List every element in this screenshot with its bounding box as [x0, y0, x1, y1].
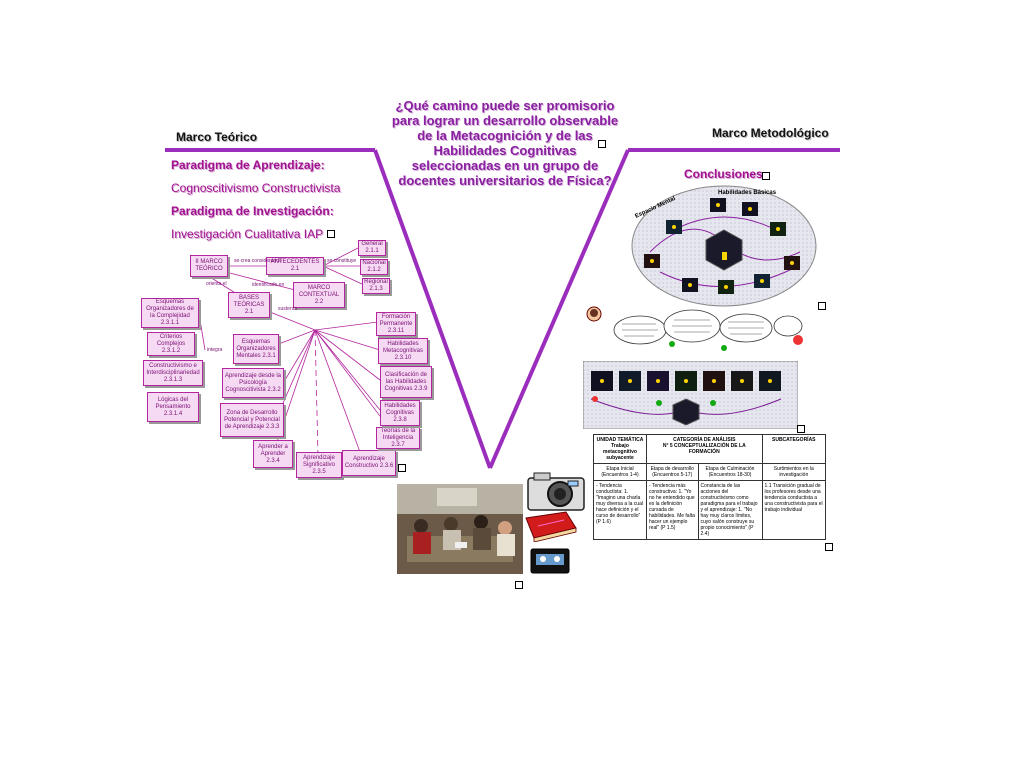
conclusions-oval-diagram: Espacio Mental Habilidades Básicas: [631, 185, 817, 307]
book-icon: [525, 511, 577, 542]
classroom-photo: [397, 484, 523, 574]
cassette-icon: [530, 548, 570, 574]
paradigma-aprendizaje-value: Cognoscitivismo Constructivista: [171, 181, 341, 195]
node-zona-desarrollo[interactable]: Zona de Desarrollo Potencial y Potencial…: [220, 403, 284, 437]
link-label: sustenta: [278, 306, 297, 312]
table-header: UNIDAD TEMÁTICA Trabajo metacognitivo su…: [593, 434, 647, 464]
table-subheader: Etapa Inicial (Encuentros 1-4): [593, 463, 647, 481]
oval-curve-text-2: Habilidades Básicas: [718, 190, 777, 196]
paradigma-investigacion-value: Investigación Cualitativa IAP: [171, 227, 324, 241]
node-logicas[interactable]: Lógicas del Pensamiento 2.3.1.4: [147, 392, 199, 422]
node-marco-contextual[interactable]: MARCO CONTEXTUAL 2.2: [293, 282, 345, 308]
camera-icon: [527, 472, 585, 511]
link-label: se constituye: [327, 258, 357, 264]
node-antecedentes[interactable]: ANTECEDENTES 2.1: [266, 257, 324, 275]
node-metacognitivas[interactable]: Habilidades Metacognitivas 2.3.10: [378, 338, 428, 364]
link-label: se crea considerando: [234, 258, 282, 264]
table-cell: Constancia de las acciones del construct…: [697, 480, 763, 540]
node-nacional[interactable]: Nacional 2.1.2: [360, 259, 388, 275]
link-marker-icon[interactable]: [327, 230, 335, 238]
link-marker-icon[interactable]: [762, 172, 770, 180]
table-subheader: Etapa de desarrollo (Encuentros 5-17): [646, 463, 699, 481]
node-teorias-inteligencia[interactable]: Teorías de la Inteligencia 2.3.7: [376, 427, 420, 449]
table-cell: - Tendencia conductista: 1. "Imagino una…: [593, 480, 647, 540]
table-subheader: Etapa de Culminación (Encuentros 18-30): [697, 463, 763, 481]
analysis-table: UNIDAD TEMÁTICA Trabajo metacognitivo su…: [593, 434, 827, 540]
node-aprendizaje-significativo[interactable]: Aprendizaje Significativo 2.3.5: [296, 452, 342, 478]
v-left-arm: [373, 149, 492, 469]
node-marco-teorico[interactable]: II MARCO TEÓRICO: [190, 255, 228, 277]
link-label: integra: [207, 347, 223, 353]
table-cell: 1.1 Transición gradual de los profesores…: [761, 480, 827, 540]
node-criterios-complejos[interactable]: Criterios Complejos 2.3.1.2: [147, 332, 195, 356]
link-marker-icon[interactable]: [515, 581, 523, 589]
node-esquemas-mentales[interactable]: Esquemas Organizadores Mentales 2.3.1: [233, 334, 279, 364]
node-aprender-a-aprender[interactable]: Aprender a Aprender 2.3.4: [253, 440, 293, 468]
v-right-arm: [488, 149, 630, 469]
images-sequence-panel: [583, 361, 798, 429]
table-header: SUBCATEGORÍAS: [761, 434, 827, 464]
paradigma-investigacion-label: Paradigma de Investigación:: [171, 204, 334, 218]
node-habilidades-cognitivas[interactable]: Habilidades Cognitivas 2.3.8: [380, 400, 420, 426]
link-label: orienta el: [206, 281, 227, 287]
table-header: CATEGORÍA DE ANÁLISIS N° 5 CONCEPTUALIZA…: [646, 434, 763, 464]
link-label: identificado en: [252, 282, 285, 288]
marco-metodologico-title: Marco Metodológico: [712, 126, 829, 140]
node-regional[interactable]: Regional 2.1.3: [362, 278, 390, 294]
link-marker-icon[interactable]: [797, 425, 805, 433]
node-general[interactable]: General 2.1.1: [358, 240, 386, 256]
link-marker-icon[interactable]: [825, 543, 833, 551]
link-marker-icon[interactable]: [818, 302, 826, 310]
node-clasificacion[interactable]: Clasificación de las Habilidades Cogniti…: [380, 366, 432, 398]
node-aprendizaje-constructivo[interactable]: Aprendizaje Constructivo 2.3.6: [342, 450, 396, 476]
conclusiones-title: Conclusiones: [684, 167, 763, 181]
node-esquemas-complejidad[interactable]: Esquemas Organizadores de la Complejidad…: [141, 298, 199, 328]
node-constructivismo[interactable]: Constructivismo e Interdisciplinariedad …: [143, 360, 203, 386]
clouds-diagram: [586, 306, 803, 351]
link-marker-icon[interactable]: [398, 464, 406, 472]
table-cell: - Tendencia más constructiva: 1. "Yo no …: [646, 480, 699, 540]
node-psicologia[interactable]: Aprendizaje desde la Psicología Cognosci…: [222, 368, 284, 398]
table-subheader: Surtimientos en la investigación: [761, 463, 827, 481]
paradigma-aprendizaje-label: Paradigma de Aprendizaje:: [171, 158, 325, 172]
central-question: ¿Qué camino puede ser promisorio para lo…: [391, 98, 619, 188]
link-marker-icon[interactable]: [598, 140, 606, 148]
node-formacion-permanente[interactable]: Formación Permanente 2.3.11: [376, 312, 416, 336]
marco-teorico-title: Marco Teórico: [176, 130, 258, 144]
node-bases-teoricas[interactable]: BASES TEÓRICAS 2.1: [228, 292, 270, 318]
